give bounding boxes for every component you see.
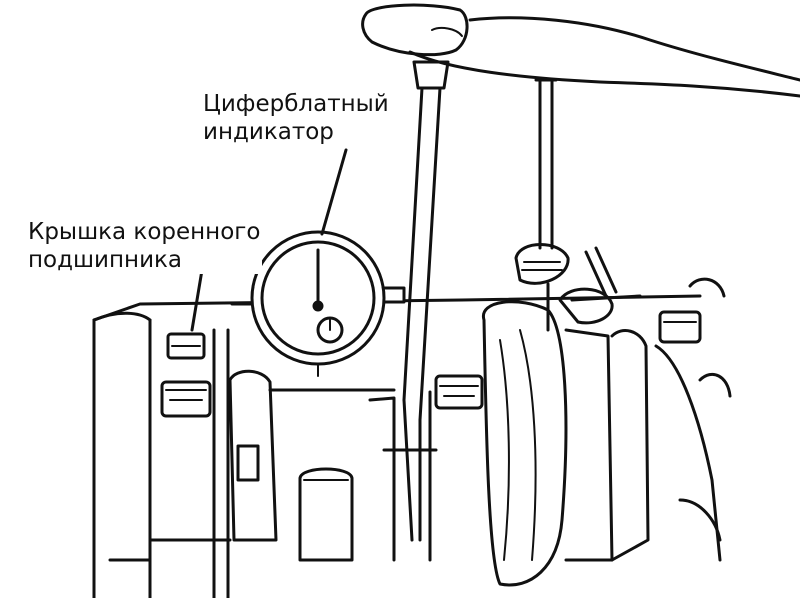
leader-line-dial	[320, 148, 348, 236]
crankshaft	[228, 369, 484, 562]
main-bearing-cap-label-line1: Крышка коренного	[28, 219, 261, 245]
main-bearing-cap-label: Крышка коренного подшипника	[26, 218, 263, 274]
dial-indicator-gauge	[230, 230, 406, 377]
dial-indicator-label-line2: индикатор	[203, 119, 334, 145]
right-bearing-cap	[654, 277, 732, 562]
main-bearing-cap-left	[160, 332, 212, 418]
indicator-stand	[514, 78, 642, 332]
main-bearing-cap-label-line2: подшипника	[28, 247, 183, 273]
dial-indicator-label-line1: Циферблатный	[203, 91, 389, 117]
dial-indicator-label: Циферблатный индикатор	[201, 90, 391, 146]
counterweight	[482, 300, 650, 587]
pry-bar	[402, 60, 450, 542]
hand	[361, 3, 800, 98]
